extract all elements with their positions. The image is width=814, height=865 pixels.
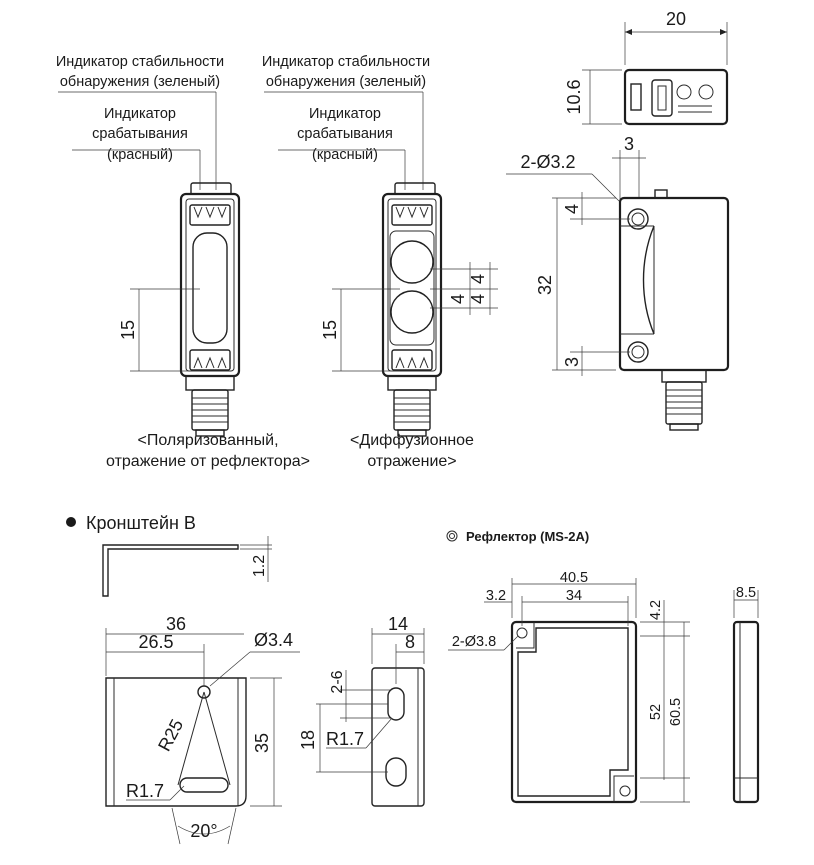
polarized-caption-line1: <Поляризованный, xyxy=(137,432,278,449)
sensor-polarized-view: Индикатор стабильности обнаружения (зеле… xyxy=(56,54,310,470)
bracket-dim-hole-x: 26.5 xyxy=(138,632,173,652)
diffuse-caption-line1: <Диффузионное xyxy=(350,432,474,449)
stability-indicator-label-line1: Индикатор стабильности xyxy=(56,54,224,70)
bracket-dim-slot-radius: R1.7 xyxy=(126,781,164,801)
diffuse-operation-label-line1: Индикатор xyxy=(309,106,381,122)
reflector-dim-inner-width: 34 xyxy=(566,588,582,604)
side-view-dim-hole-offset: 3 xyxy=(624,134,634,154)
bracket-dim-side-width: 14 xyxy=(388,614,408,634)
operation-indicator-label-line3: (красный) xyxy=(107,147,173,163)
side-view-dim-bottom-hole: 3 xyxy=(562,357,582,367)
reflector-section: Рефлектор (MS-2A) 40.5 34 3.2 2-Ø3.8 4.2… xyxy=(446,529,760,804)
bracket-dim-height: 35 xyxy=(252,733,272,753)
bracket-dim-thickness: 1.2 xyxy=(251,555,268,577)
diffuse-operation-label-line3: (красный) xyxy=(312,147,378,163)
bracket-dim-side-pitch: 18 xyxy=(298,730,318,750)
reflector-dim-offset: 3.2 xyxy=(486,588,506,604)
polarized-dim-height: 15 xyxy=(118,320,138,340)
sensor-top-view: 20 10.6 xyxy=(564,9,729,126)
bracket-title: Кронштейн B xyxy=(86,513,196,533)
side-view-dim-height: 32 xyxy=(535,275,555,295)
bracket-dim-angle: 20° xyxy=(190,821,217,841)
reflector-dim-total-width: 40.5 xyxy=(560,570,588,586)
reflector-dim-thickness: 8.5 xyxy=(736,585,756,601)
diffuse-stability-label-line1: Индикатор стабильности xyxy=(262,54,430,70)
sensor-diffuse-view: Индикатор стабильности обнаружения (зеле… xyxy=(262,54,498,470)
reflector-bullet-icon xyxy=(446,530,458,542)
diffuse-lens-dim-b: 4 xyxy=(448,294,468,304)
polarized-caption-line2: отражение от рефлектора> xyxy=(106,453,310,470)
diffuse-dim-height: 15 xyxy=(320,320,340,340)
bullet-icon xyxy=(66,517,76,527)
bracket-dim-radius: R25 xyxy=(154,716,187,755)
reflector-dim-holes: 2-Ø3.8 xyxy=(452,634,496,650)
operation-indicator-label-line2: срабатывания xyxy=(92,126,188,142)
reflector-dim-top: 4.2 xyxy=(648,600,664,620)
sensor-side-view: 3 2-Ø3.2 4 32 3 xyxy=(506,134,730,431)
reflector-dim-total-height: 60.5 xyxy=(668,698,684,726)
bracket-dim-width: 36 xyxy=(166,614,186,634)
diffuse-lens-dim-a: 4 xyxy=(468,274,488,284)
top-view-dim-height: 10.6 xyxy=(564,79,584,114)
diffuse-operation-label-line2: срабатывания xyxy=(297,126,393,142)
side-view-dim-top-hole: 4 xyxy=(562,204,582,214)
stability-indicator-label-line2: обнаружения (зеленый) xyxy=(60,74,220,90)
bracket-dim-slot-range: 2-6 xyxy=(329,670,346,693)
reflector-title: Рефлектор (MS-2A) xyxy=(466,529,589,544)
bracket-dim-hole-dia: Ø3.4 xyxy=(254,630,293,650)
bracket-dim-side-slot-radius: R1.7 xyxy=(326,729,364,749)
top-view-dim-width: 20 xyxy=(666,9,686,29)
operation-indicator-label-line1: Индикатор xyxy=(104,106,176,122)
reflector-dim-inner-height: 52 xyxy=(648,704,664,720)
bracket-dim-side-hole: 8 xyxy=(405,632,415,652)
side-view-dim-holes: 2-Ø3.2 xyxy=(520,152,575,172)
diffuse-lens-dim-c: 4 xyxy=(468,294,488,304)
diffuse-stability-label-line2: обнаружения (зеленый) xyxy=(266,74,426,90)
diffuse-caption-line2: отражение> xyxy=(367,453,456,470)
bracket-b-section: Кронштейн B 1.2 36 26.5 Ø3.4 R25 R1.7 20… xyxy=(66,513,425,845)
